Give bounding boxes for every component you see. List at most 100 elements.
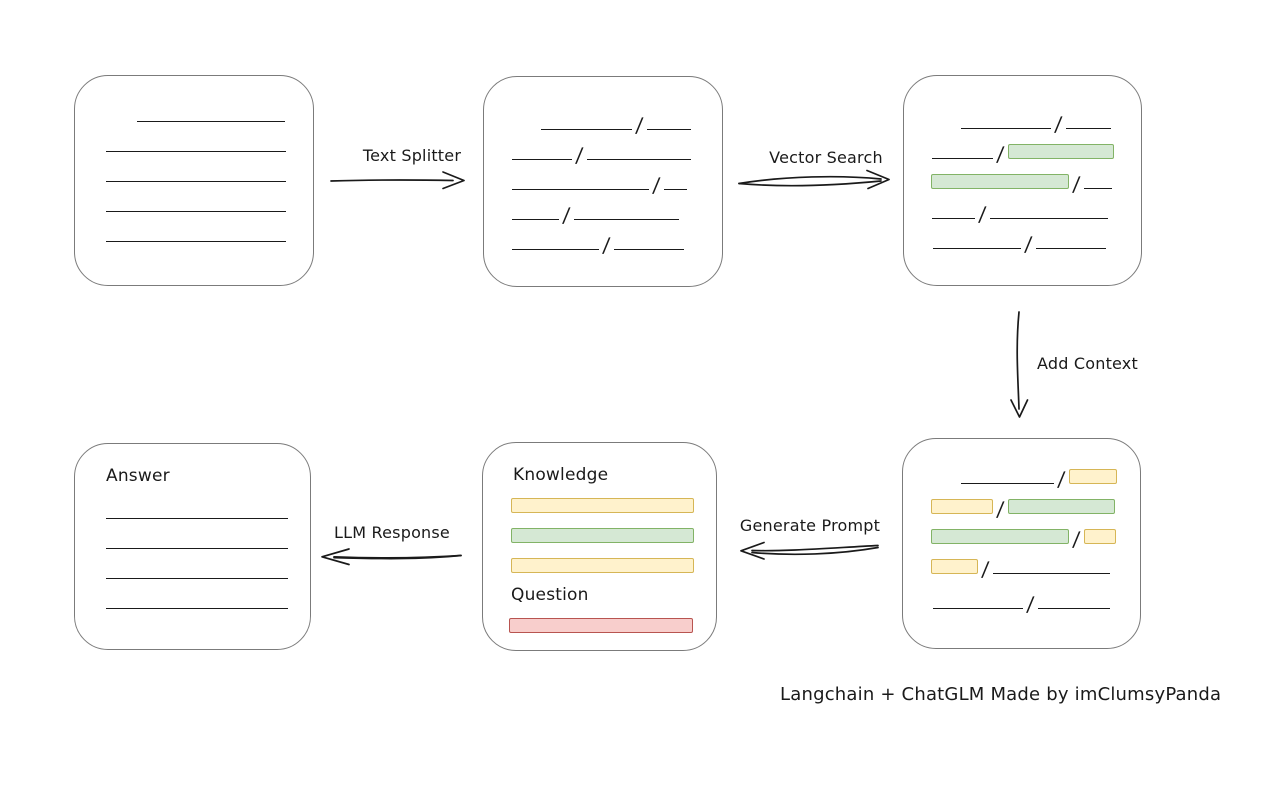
text-line	[992, 573, 1110, 574]
text-line	[541, 129, 632, 130]
box-row	[483, 603, 716, 633]
box-row: Answer	[75, 454, 310, 486]
text-line	[1035, 248, 1106, 249]
text-line	[106, 211, 286, 212]
text-line	[137, 121, 285, 122]
indent	[484, 249, 512, 250]
green-highlight-bar	[1007, 499, 1115, 514]
chunk-separator: /	[1025, 592, 1036, 616]
box-row: /	[484, 190, 722, 227]
text-line	[1037, 608, 1110, 609]
text-line	[1083, 188, 1112, 189]
generate-prompt-arrow	[740, 541, 879, 560]
box-row: /	[903, 484, 1140, 521]
chunk-separator: /	[601, 233, 612, 257]
text-splitter-arrow	[330, 171, 465, 190]
green-highlight-bar	[931, 174, 1069, 189]
yellow-highlight-bar	[1083, 529, 1116, 544]
text-line	[573, 219, 679, 220]
text-line	[106, 518, 288, 519]
box-row	[75, 212, 313, 242]
llm-response-label: LLM Response	[334, 523, 450, 542]
box-row: /	[484, 220, 722, 257]
text-line	[512, 189, 649, 190]
box-row: Knowledge	[483, 453, 716, 485]
box-row	[483, 543, 716, 573]
vector-search-label: Vector Search	[769, 148, 883, 167]
box-row	[75, 182, 313, 212]
text-line	[512, 219, 559, 220]
indent	[75, 483, 106, 484]
document-lines	[75, 76, 313, 242]
box-row: /	[903, 544, 1140, 581]
box-row	[75, 152, 313, 182]
text-line	[512, 159, 572, 160]
chunk-separator: /	[1023, 232, 1034, 256]
green-highlight-bar	[511, 528, 694, 543]
text-line	[663, 189, 687, 190]
indent	[904, 248, 933, 249]
add-context-label: Add Context	[1037, 354, 1138, 373]
box-row	[75, 579, 310, 609]
box-row	[75, 122, 313, 152]
box-row	[483, 483, 716, 513]
context-chunks-box: /////	[902, 438, 1141, 649]
text-line	[106, 548, 288, 549]
add-context-arrow	[1010, 311, 1029, 418]
box-row	[75, 519, 310, 549]
indent	[903, 608, 933, 609]
vector-search-results-box: /////	[903, 75, 1142, 286]
box-row: /	[904, 99, 1141, 136]
split-chunks-box: /////	[483, 76, 723, 287]
green-highlight-bar	[1007, 144, 1114, 159]
text-line	[106, 578, 288, 579]
box-row: /	[904, 219, 1141, 256]
text-line	[613, 249, 684, 250]
text-line	[512, 249, 599, 250]
box-row	[75, 549, 310, 579]
yellow-highlight-bar	[511, 558, 694, 573]
text-line	[989, 218, 1108, 219]
text-line	[106, 151, 286, 152]
box-row: /	[903, 579, 1140, 616]
yellow-highlight-bar	[931, 499, 993, 514]
text-line	[106, 181, 286, 182]
chunk-separator: /	[980, 557, 991, 581]
box-row	[483, 513, 716, 543]
vector-search-arrow	[738, 169, 890, 190]
box-row	[75, 489, 310, 519]
red-highlight-bar	[509, 618, 693, 633]
box-row: /	[484, 100, 722, 137]
box-label: Question	[511, 585, 589, 605]
text-line	[933, 248, 1021, 249]
yellow-highlight-bar	[931, 559, 978, 574]
vector-result-lines: /////	[904, 76, 1141, 256]
box-row	[75, 92, 313, 122]
generate-prompt-label: Generate Prompt	[739, 516, 881, 535]
chunk-lines: /////	[484, 77, 722, 257]
text-line	[586, 159, 691, 160]
box-row: /	[484, 160, 722, 197]
context-lines: /////	[903, 439, 1140, 616]
yellow-highlight-bar	[511, 498, 694, 513]
indent	[483, 632, 509, 633]
box-row: /	[904, 159, 1141, 196]
text-line	[932, 158, 993, 159]
box-row: /	[484, 130, 722, 167]
yellow-highlight-bar	[1068, 469, 1117, 484]
text-line	[646, 129, 691, 130]
text-line	[1065, 128, 1111, 129]
diagram-caption: Langchain + ChatGLM Made by imClumsyPand…	[780, 684, 1222, 705]
indent	[903, 573, 931, 574]
indent	[75, 241, 106, 242]
answer-box: Answer	[74, 443, 311, 650]
indent	[75, 608, 106, 609]
text-line	[933, 608, 1023, 609]
text-line	[932, 218, 975, 219]
green-highlight-bar	[931, 529, 1069, 544]
box-row: /	[903, 454, 1140, 491]
text-line	[106, 608, 288, 609]
